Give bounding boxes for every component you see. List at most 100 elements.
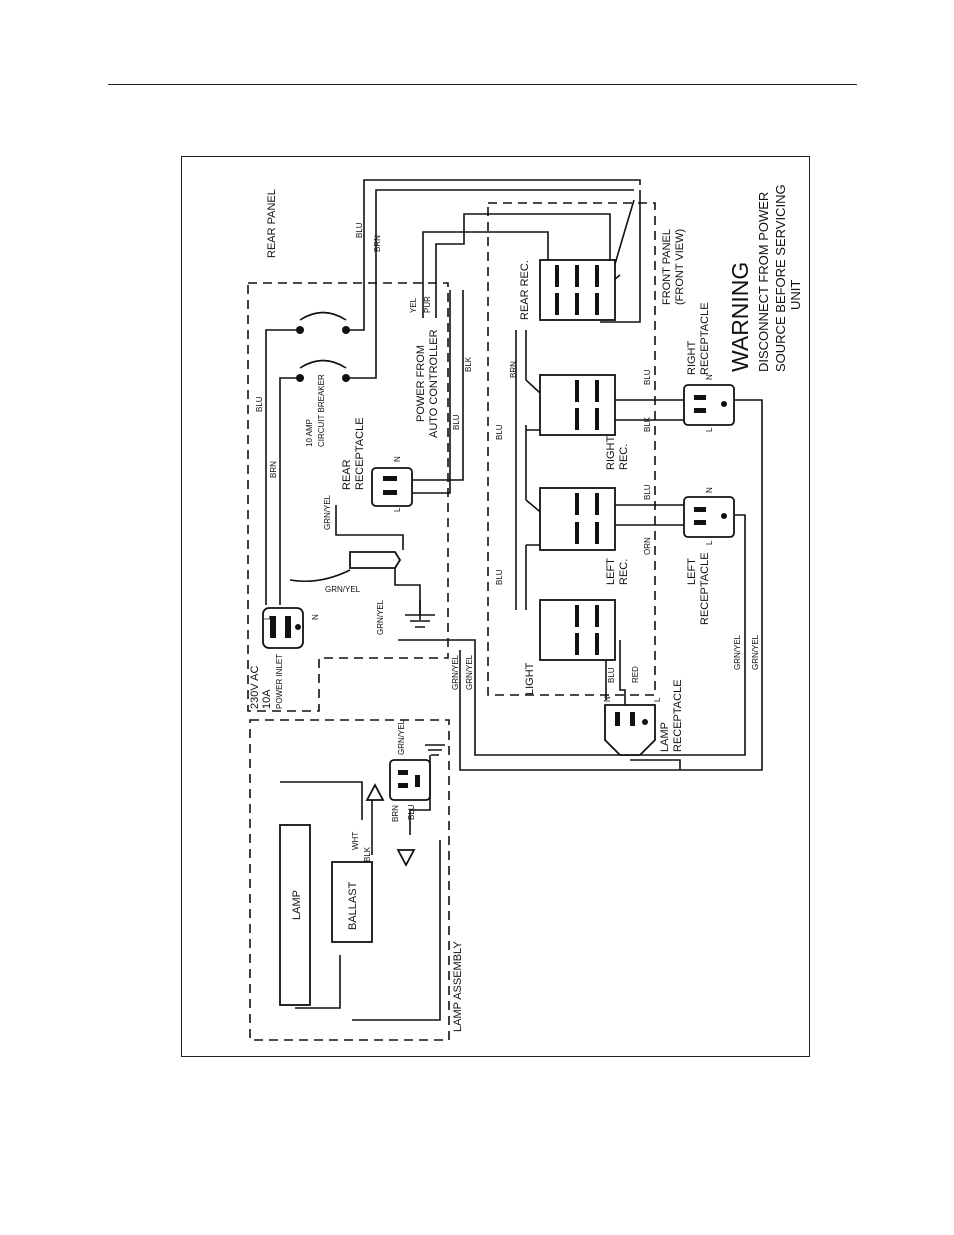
lamp-rec-l-marker: L <box>653 697 662 702</box>
svg-text:BLU: BLU <box>452 414 461 430</box>
front-panel-outline <box>487 202 656 696</box>
right-rec-switch <box>539 374 616 436</box>
lamp-assembly-label: LAMP ASSEMBLY <box>452 941 464 1032</box>
svg-text:BLU: BLU <box>407 804 416 820</box>
svg-text:N: N <box>705 374 714 380</box>
svg-text:BLU: BLU <box>355 222 364 238</box>
svg-text:BRN: BRN <box>391 805 400 822</box>
svg-text:REAR: REAR <box>341 459 353 490</box>
svg-text:BLK: BLK <box>643 416 652 432</box>
circuit-breaker <box>296 326 350 382</box>
svg-text:ORN: ORN <box>643 537 652 555</box>
svg-text:BLU: BLU <box>643 484 652 500</box>
wire-label-blu-left: BLU <box>255 396 264 412</box>
lamp-assembly-connectors <box>365 759 431 867</box>
svg-text:BLK: BLK <box>464 356 473 372</box>
svg-text:RIGHT: RIGHT <box>605 436 617 471</box>
svg-text:LEFT: LEFT <box>686 558 698 585</box>
inlet-label-1: 230V AC <box>249 666 261 709</box>
svg-text:GRN/YEL: GRN/YEL <box>451 654 460 690</box>
diagram-frame <box>181 156 810 1057</box>
lamp-receptacle-label-2: RECEPTACLE <box>672 679 684 752</box>
svg-text:GRN/YEL: GRN/YEL <box>751 634 760 670</box>
inlet-label-2: 10A <box>261 689 273 709</box>
svg-text:BRN: BRN <box>269 461 278 478</box>
svg-text:GRN/YEL: GRN/YEL <box>376 599 385 635</box>
svg-text:RECEPTACLE: RECEPTACLE <box>699 302 711 375</box>
wire-label-grnyel-3: GRN/YEL <box>376 599 385 635</box>
svg-text:GRN/YEL: GRN/YEL <box>323 494 332 530</box>
breaker-label-1: 10 AMP <box>305 419 314 447</box>
lamp-label: LAMP <box>291 890 303 920</box>
wire-label-orn: ORN <box>643 537 652 555</box>
wire-label-grnyel-4: GRN/YEL <box>451 654 460 690</box>
svg-text:GRN/YEL: GRN/YEL <box>397 719 406 755</box>
wire-label-blk-right: BLK <box>643 416 652 432</box>
rear-panel-outline <box>247 282 449 712</box>
inlet-n-marker: N <box>311 614 320 620</box>
rear-rec-label: REAR REC. <box>519 260 531 320</box>
svg-text:BLU: BLU <box>643 369 652 385</box>
left-receptacle-label-2: RECEPTACLE <box>699 552 711 625</box>
light-label: LIGHT <box>524 662 536 695</box>
header-rule <box>108 84 857 85</box>
power-inlet-connector <box>262 607 304 649</box>
svg-text:N: N <box>705 487 714 493</box>
svg-text:WHT: WHT <box>351 832 360 850</box>
svg-text:UNIT: UNIT <box>788 280 803 310</box>
rear-panel-label: REAR PANEL <box>266 189 278 258</box>
right-rec-label-1: RIGHT <box>605 436 617 471</box>
svg-text:L: L <box>393 507 402 512</box>
svg-text:RECEPTACLE: RECEPTACLE <box>354 417 366 490</box>
wire-label-pur: PUR <box>423 296 432 313</box>
svg-text:L: L <box>263 615 272 620</box>
wire-label-yel: YEL <box>409 297 418 313</box>
rear-rec-l-marker: L <box>393 507 402 512</box>
wire-label-brn-top: BRN <box>373 235 382 252</box>
wire-label-brn-front: BRN <box>509 361 518 378</box>
rear-rec-switch <box>539 259 616 321</box>
svg-text:RED: RED <box>631 666 640 683</box>
wire-label-blu-light: BLU <box>607 667 616 683</box>
svg-text:GRN/YEL: GRN/YEL <box>465 654 474 690</box>
left-receptacle-label-1: LEFT <box>686 558 698 585</box>
svg-text:N: N <box>311 614 320 620</box>
svg-text:GRN/YEL: GRN/YEL <box>733 634 742 670</box>
svg-text:230V AC: 230V AC <box>249 666 261 709</box>
left-rec-l-marker: L <box>705 540 714 545</box>
lamp-rec-n-marker: N <box>603 696 612 702</box>
wire-label-blu-left-rec: BLU <box>643 484 652 500</box>
svg-text:REAR PANEL: REAR PANEL <box>266 189 278 258</box>
svg-text:10A: 10A <box>261 689 273 709</box>
svg-text:LAMP: LAMP <box>659 722 671 752</box>
left-rec-n-marker: N <box>705 487 714 493</box>
svg-text:BLU: BLU <box>495 569 504 585</box>
wire-label-blu-top: BLU <box>355 222 364 238</box>
svg-text:YEL: YEL <box>409 297 418 313</box>
wire-label-grnyel-6: GRN/YEL <box>733 634 742 670</box>
wire-label-brn-left: BRN <box>269 461 278 478</box>
wire-label-blk-lamp: BLK <box>363 846 372 862</box>
svg-text:RIGHT: RIGHT <box>686 341 698 376</box>
wire-label-grnyel-5: GRN/YEL <box>465 654 474 690</box>
wire-label-blu-front-2: BLU <box>495 569 504 585</box>
wire-label-brn-lamp: BRN <box>391 805 400 822</box>
right-receptacle-label-2: RECEPTACLE <box>699 302 711 375</box>
right-receptacle-outlet <box>683 384 735 426</box>
svg-text:RECEPTACLE: RECEPTACLE <box>699 552 711 625</box>
warning-line-3: UNIT <box>788 280 803 310</box>
wire-label-grnyel-1: GRN/YEL <box>323 494 332 530</box>
wire-label-blu-ctrl: BLU <box>452 414 461 430</box>
svg-text:RECEPTACLE: RECEPTACLE <box>672 679 684 752</box>
svg-text:N: N <box>603 696 612 702</box>
svg-text:LEFT: LEFT <box>605 558 617 585</box>
wire-label-grnyel-lamp: GRN/YEL <box>397 719 406 755</box>
inlet-l-marker: L <box>263 615 272 620</box>
ballast-box <box>331 861 373 943</box>
svg-text:SOURCE BEFORE SERVICING: SOURCE BEFORE SERVICING <box>773 184 788 372</box>
wire-label-grnyel-7: GRN/YEL <box>751 634 760 670</box>
svg-text:10 AMP: 10 AMP <box>305 419 314 447</box>
wire-label-grnyel-2: GRN/YEL <box>325 585 361 594</box>
svg-text:GRN/YEL: GRN/YEL <box>325 585 361 594</box>
svg-text:FRONT PANEL: FRONT PANEL <box>661 229 673 305</box>
